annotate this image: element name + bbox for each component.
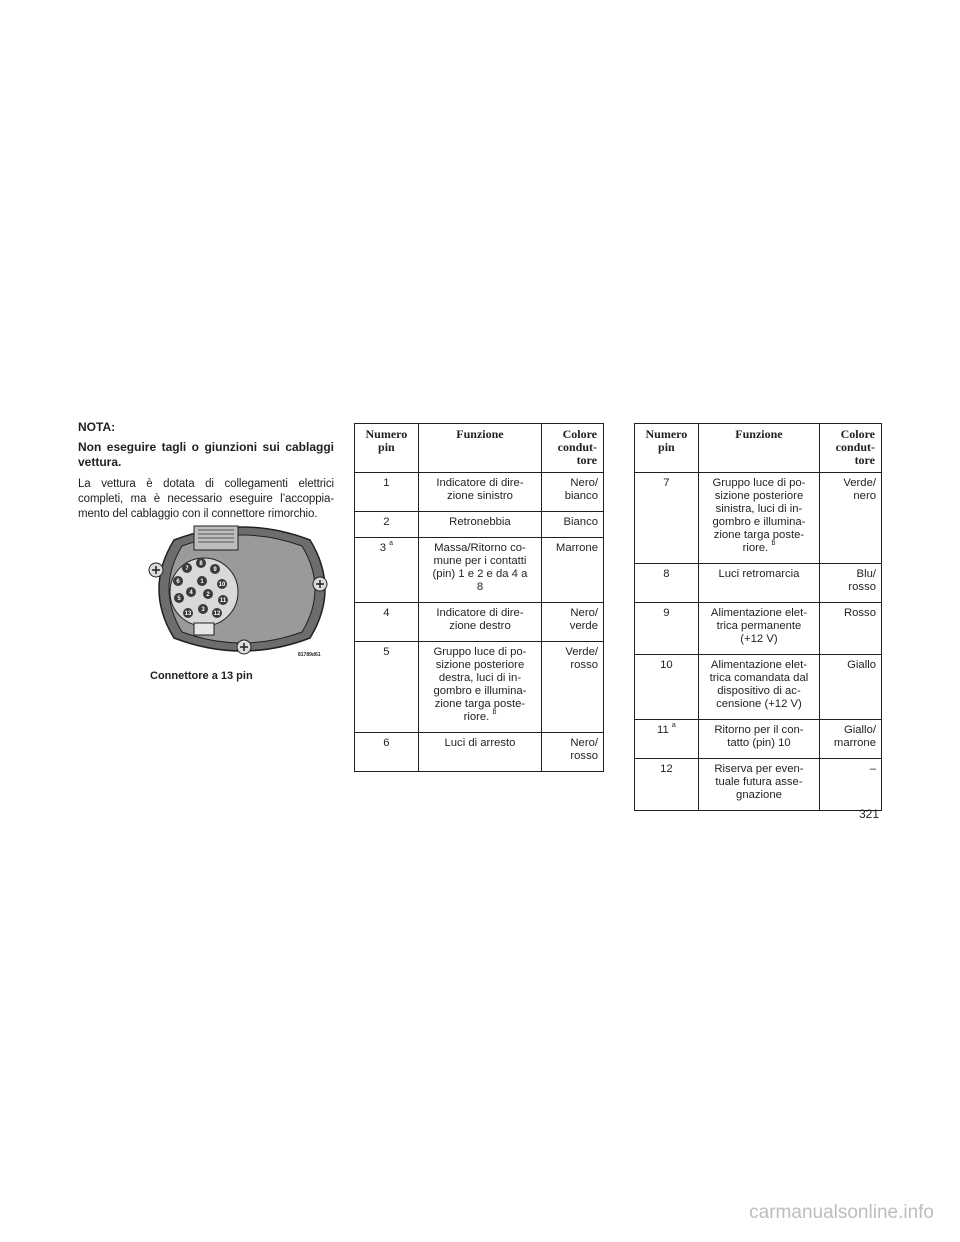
pin-label: 10 <box>219 582 226 588</box>
pin-function: Ritorno per il con- tatto (pin) 10 <box>697 719 821 759</box>
wire-color: – <box>819 758 882 811</box>
pin-function: Luci retromarcia <box>697 563 821 603</box>
table-row: 7 Gruppo luce di po- sizione posteriore … <box>634 472 882 564</box>
table-row: 5 Gruppo luce di po- sizione posteriore … <box>354 641 604 733</box>
pin-label: 12 <box>214 611 221 617</box>
pin-number: 6 <box>354 732 419 772</box>
pin-table-2: Numero pin Funzione Colore condut- tore … <box>634 423 882 811</box>
pin-label: 13 <box>185 611 192 617</box>
table-row: 8 Luci retromarcia Blu/ rosso <box>634 563 882 603</box>
pin-label: 1 <box>200 579 204 585</box>
table-row: 6 Luci di arresto Nero/ rosso <box>354 732 604 772</box>
wire-color: Verde/ rosso <box>541 641 604 733</box>
footnote-marker: a <box>389 540 394 548</box>
pin-label: 11 <box>220 598 227 604</box>
pin-number: 8 <box>634 563 699 603</box>
table-header-row: Numero pin Funzione Colore condut- tore <box>354 423 604 473</box>
wire-color: Giallo/ marrone <box>819 719 882 759</box>
wire-color: Marrone <box>541 537 604 603</box>
header-color: Colore condut- tore <box>819 423 882 473</box>
pin-table-1: Numero pin Funzione Colore condut- tore … <box>354 423 604 772</box>
pin-label: 3 <box>201 607 205 613</box>
pin-number: 7 <box>634 472 699 564</box>
watermark: carmanualsonline.info <box>749 1202 934 1223</box>
pin-function: Retronebbia <box>417 511 543 538</box>
pin-number: 10 <box>634 654 699 720</box>
pin-number: 3 a <box>354 537 419 603</box>
warning-text: Non eseguire tagli o giunzioni sui cabla… <box>78 440 334 469</box>
pin-number: 11 a <box>634 719 699 759</box>
pin-label: 8 <box>199 561 203 567</box>
figure-code: 81789d61 <box>298 652 321 658</box>
table-row: 10 Alimentazione elet- trica comandata d… <box>634 654 882 720</box>
connector-diagram: 7 8 9 6 1 10 4 2 5 11 13 3 12 <box>148 525 328 655</box>
footnote-marker: b <box>771 540 776 548</box>
wire-color: Blu/ rosso <box>819 563 882 603</box>
header-function: Funzione <box>417 423 543 473</box>
pin-function: Luci di arresto <box>417 732 543 772</box>
pin-function: Alimentazione elet- trica permanente (+1… <box>697 602 821 655</box>
pin-label: 9 <box>213 567 217 573</box>
header-color: Colore condut- tore <box>541 423 604 473</box>
wire-color: Bianco <box>541 511 604 538</box>
header-pin: Numero pin <box>354 423 419 473</box>
notice-column: NOTA: Non eseguire tagli o giunzioni sui… <box>78 420 334 522</box>
header-pin: Numero pin <box>634 423 699 473</box>
pin-function: Indicatore di dire- zione sinistro <box>417 472 543 512</box>
header-function: Funzione <box>697 423 821 473</box>
pin-function: Gruppo luce di po- sizione posteriore si… <box>697 472 821 564</box>
wire-color: Verde/ nero <box>819 472 882 564</box>
wire-color: Rosso <box>819 602 882 655</box>
pin-label: 6 <box>176 579 180 585</box>
table-row: 9 Alimentazione elet- trica permanente (… <box>634 602 882 655</box>
pin-number: 2 <box>354 511 419 538</box>
pin-function: Gruppo luce di po- sizione posteriore de… <box>417 641 543 733</box>
pin-number: 4 <box>354 602 419 642</box>
table-row: 1 Indicatore di dire- zione sinistro Ner… <box>354 472 604 512</box>
wire-color: Giallo <box>819 654 882 720</box>
wire-color: Nero/ bianco <box>541 472 604 512</box>
pin-function: Alimentazione elet- trica comandata dal … <box>697 654 821 720</box>
pin-label: 7 <box>185 566 189 572</box>
pin-label: 2 <box>206 592 210 598</box>
pin-label: 5 <box>177 596 181 602</box>
pin-number: 5 <box>354 641 419 733</box>
pin-number: 12 <box>634 758 699 811</box>
wire-color: Nero/ verde <box>541 602 604 642</box>
page-number: 321 <box>859 807 880 821</box>
table-header-row: Numero pin Funzione Colore condut- tore <box>634 423 882 473</box>
pin-function: Riserva per even- tuale futura asse- gna… <box>697 758 821 811</box>
footnote-marker: a <box>671 722 676 730</box>
pin-number: 9 <box>634 602 699 655</box>
pin-function: Massa/Ritorno co- mune per i contatti (p… <box>417 537 543 603</box>
footnote-marker: b <box>492 709 497 717</box>
pin-number: 1 <box>354 472 419 512</box>
wire-color: Nero/ rosso <box>541 732 604 772</box>
pin-function: Indicatore di dire- zione destro <box>417 602 543 642</box>
note-heading: NOTA: <box>78 420 116 434</box>
table-row: 2 Retronebbia Bianco <box>354 511 604 538</box>
pin-label: 4 <box>189 590 193 596</box>
body-paragraph: La vettura è dotata di collegamenti elet… <box>78 478 334 520</box>
table-row: 4 Indicatore di dire- zione destro Nero/… <box>354 602 604 642</box>
figure-caption: Connettore a 13 pin <box>150 670 253 682</box>
table-row: 12 Riserva per even- tuale futura asse- … <box>634 758 882 811</box>
